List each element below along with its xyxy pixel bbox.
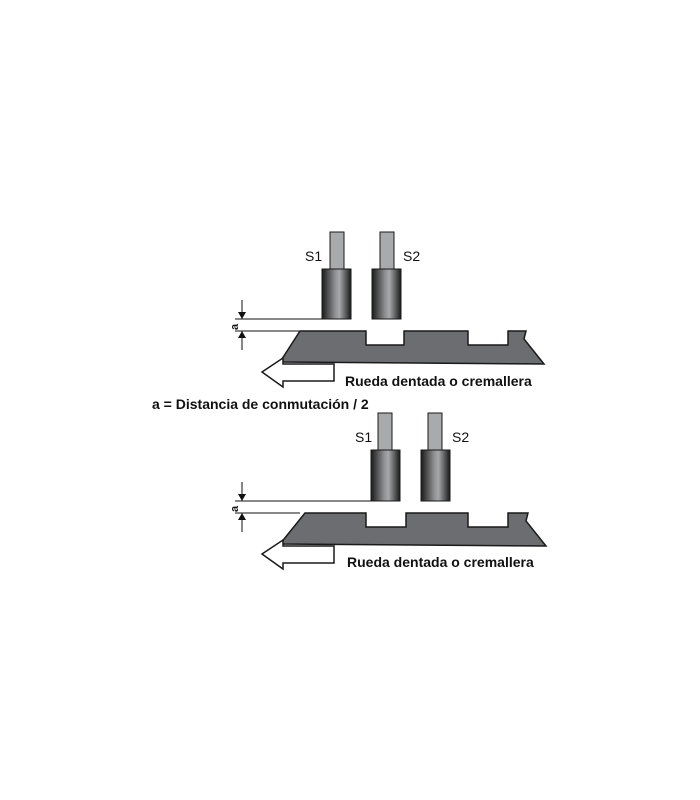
bottom-rack-caption: Rueda dentada o cremallera (347, 554, 534, 570)
top-sensor-s2 (371, 231, 402, 320)
top-s1-label: S1 (305, 248, 322, 264)
top-panel: S1 S2 a Rueda dentada o cremallera (229, 231, 546, 389)
bottom-sensor-s1 (370, 412, 401, 502)
top-motion-arrow (260, 356, 335, 389)
bottom-s1-label: S1 (355, 429, 372, 445)
top-s2-stem (379, 231, 395, 271)
top-s2-body (371, 268, 402, 320)
bottom-gap-dimension (235, 482, 371, 532)
top-s1-body (321, 268, 352, 320)
top-sensor-s1 (321, 231, 352, 320)
top-gap-label: a (229, 323, 241, 330)
bottom-s2-body (420, 449, 451, 502)
bottom-s1-stem (377, 412, 393, 452)
bottom-s2-label: S2 (452, 429, 469, 445)
bottom-s2-stem (427, 412, 443, 452)
bottom-sensor-s2 (420, 412, 451, 502)
top-rack-caption: Rueda dentada o cremallera (345, 373, 532, 389)
bottom-motion-arrow (260, 538, 335, 571)
top-s2-label: S2 (403, 248, 420, 264)
formula-text: a = Distancia de conmutación / 2 (152, 396, 369, 412)
bottom-rack (278, 512, 548, 547)
top-s1-stem (329, 231, 345, 271)
bottom-gap-label: a (229, 505, 241, 512)
top-gap-dimension (235, 300, 322, 350)
bottom-s1-body (370, 449, 401, 502)
bottom-panel: S1 S2 a Rueda dentada o cremallera (229, 412, 548, 571)
top-rack (278, 330, 546, 365)
